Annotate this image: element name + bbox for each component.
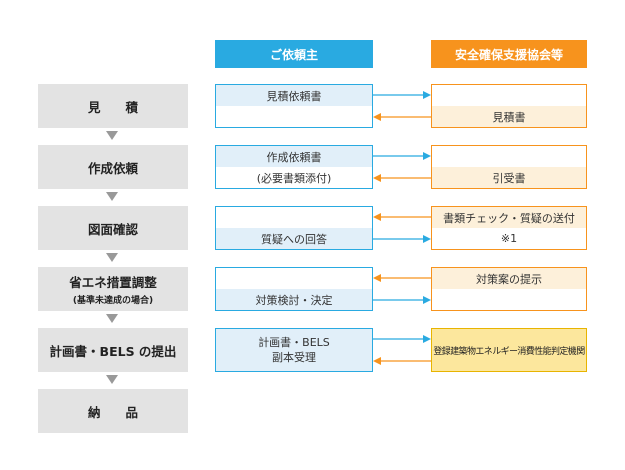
association-box-drawing-check: 書類チェック・質疑の送付 ※1 — [431, 206, 587, 250]
step-delivery: 納 品 — [38, 389, 188, 433]
step-request: 作成依頼 — [38, 145, 188, 189]
association-box-request: 引受書 — [431, 145, 587, 189]
association-doc: 引受書 — [432, 167, 586, 188]
client-box-drawing-check: 質疑への回答 — [215, 206, 373, 250]
association-doc: 登録建築物エネルギー消費性能判定機関 — [432, 329, 586, 371]
client-doc-line: 副本受理 — [272, 351, 316, 364]
step-down-arrow-icon — [106, 314, 118, 323]
row3-arrows — [373, 213, 431, 243]
arrow-right-icon — [423, 91, 431, 99]
row2-arrows — [373, 152, 431, 182]
step-estimate: 見 積 — [38, 84, 188, 128]
arrow-left-icon — [373, 357, 381, 365]
step-submit-plan: 計画書・BELS の提出 — [38, 328, 188, 372]
step-sublabel: (基準未達成の場合) — [72, 296, 154, 306]
step-down-arrow-icon — [106, 253, 118, 262]
arrow-left-icon — [373, 113, 381, 121]
step-label: 省エネ措置調整 — [69, 275, 157, 290]
client-column-header: ご依頼主 — [215, 40, 373, 68]
association-doc: 書類チェック・質疑の送付 — [432, 207, 586, 228]
arrow-right-icon — [423, 296, 431, 304]
step-label: 計画書・BELS の提出 — [49, 343, 177, 359]
association-doc: 対策案の提示 — [432, 268, 586, 289]
step-drawing-check: 図面確認 — [38, 206, 188, 250]
arrow-right-icon — [423, 235, 431, 243]
step-down-arrow-icon — [106, 375, 118, 384]
step-label: 納 品 — [87, 404, 138, 420]
client-box-request: 作成依頼書 (必要書類添付) — [215, 145, 373, 189]
client-doc: 計画書・BELS 副本受理 — [216, 329, 372, 371]
arrow-right-icon — [423, 335, 431, 343]
association-box-energy-adjustment: 対策案の提示 — [431, 267, 587, 311]
client-box-energy-adjustment: 対策検討・決定 — [215, 267, 373, 311]
association-column-header: 安全確保支援協会等 — [431, 40, 587, 68]
arrow-left-icon — [373, 213, 381, 221]
arrow-left-icon — [373, 274, 381, 282]
client-doc: (必要書類添付) — [256, 171, 332, 185]
row5-arrows — [373, 335, 431, 365]
association-box-estimate: 見積書 — [431, 84, 587, 128]
step-energy-adjustment: 省エネ措置調整 (基準未達成の場合) — [38, 267, 188, 311]
client-doc-line: 計画書・BELS — [258, 336, 330, 349]
client-doc: 対策検討・決定 — [216, 289, 372, 310]
step-label: 作成依頼 — [87, 160, 138, 176]
arrow-right-icon — [423, 152, 431, 160]
client-doc: 質疑への回答 — [216, 228, 372, 249]
association-doc: ※1 — [500, 232, 518, 245]
association-box-judging-body: 登録建築物エネルギー消費性能判定機関 — [431, 328, 587, 372]
client-doc: 作成依頼書 — [216, 146, 372, 167]
arrow-left-icon — [373, 174, 381, 182]
client-box-submit-plan: 計画書・BELS 副本受理 — [215, 328, 373, 372]
association-doc: 見積書 — [432, 106, 586, 127]
step-down-arrow-icon — [106, 131, 118, 140]
step-label: 見 積 — [87, 99, 138, 115]
row1-arrows — [373, 91, 431, 121]
step-label: 図面確認 — [87, 221, 138, 237]
client-doc: 見積依頼書 — [216, 85, 372, 106]
client-box-estimate: 見積依頼書 — [215, 84, 373, 128]
step-down-arrow-icon — [106, 192, 118, 201]
row4-arrows — [373, 274, 431, 304]
